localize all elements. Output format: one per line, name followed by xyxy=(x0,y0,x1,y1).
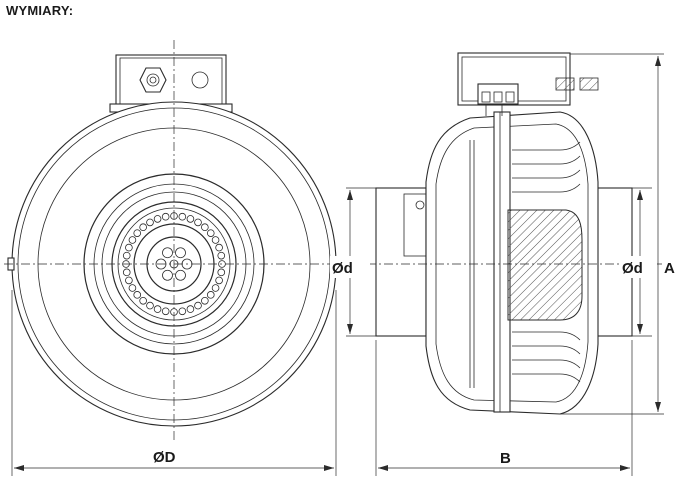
hub-bolt-icon xyxy=(162,247,173,259)
page-title: WYMIARY: xyxy=(6,3,74,18)
motor-hole xyxy=(122,251,131,260)
motor-hole xyxy=(161,307,170,316)
cable-gland-icon xyxy=(139,67,167,93)
front-view: ØD xyxy=(4,40,348,476)
outer-diameter-label: ØD xyxy=(153,449,176,466)
motor-hole xyxy=(201,296,209,305)
motor-hole xyxy=(133,291,142,299)
impeller-blade xyxy=(512,169,581,179)
motor-hole xyxy=(146,301,154,310)
left-inlet-spigot xyxy=(375,187,427,337)
motor-hole xyxy=(139,296,147,305)
cable-entry-icon xyxy=(191,71,209,89)
motor-hole xyxy=(215,276,223,285)
impeller-blades xyxy=(512,141,581,383)
motor-hole xyxy=(194,218,202,227)
screw-icon xyxy=(415,200,425,210)
left-inlet-diameter-label: Ød xyxy=(332,260,353,277)
hub-bolt-icon xyxy=(175,247,186,259)
motor-hole xyxy=(128,236,137,244)
motor-hole xyxy=(125,243,133,252)
motor-hole xyxy=(211,236,220,244)
impeller-blade xyxy=(512,155,581,165)
motor-hole xyxy=(194,301,202,310)
motor-hole xyxy=(153,215,162,223)
impeller-blade xyxy=(512,141,581,151)
motor-hole xyxy=(217,268,226,277)
motor-hole xyxy=(146,218,154,227)
height-label: A xyxy=(664,260,675,277)
hub-bolt-icon xyxy=(175,269,186,281)
motor-hole xyxy=(201,223,209,232)
length-label: B xyxy=(500,450,511,467)
side-terminal-box xyxy=(457,52,599,116)
motor-hole xyxy=(178,307,187,316)
right-inlet-diameter-label: Ød xyxy=(622,260,643,277)
impeller-blade xyxy=(512,183,581,193)
motor-section-hatched xyxy=(507,209,583,321)
motor-hole xyxy=(206,229,215,237)
motor-hole xyxy=(215,243,223,252)
motor-hole-ring xyxy=(122,212,226,316)
motor-hole xyxy=(139,223,147,232)
impeller-blade xyxy=(512,331,581,341)
motor-hole xyxy=(128,284,137,292)
motor-hole xyxy=(186,215,195,223)
impeller-blade xyxy=(512,359,581,369)
motor-hole xyxy=(153,305,162,313)
motor-hole xyxy=(186,305,195,313)
motor-hole xyxy=(133,229,142,237)
hub-bolt-icon xyxy=(162,269,173,281)
motor-hole xyxy=(211,284,220,292)
motor-hole xyxy=(217,251,226,260)
impeller-blade xyxy=(512,373,581,383)
motor-hole xyxy=(125,276,133,285)
motor-hole xyxy=(206,291,215,299)
impeller-blade xyxy=(512,345,581,355)
side-view: Ød Ød A B xyxy=(330,52,680,476)
motor-hole xyxy=(161,212,170,221)
motor-hole xyxy=(122,268,131,277)
motor-hole xyxy=(178,212,187,221)
